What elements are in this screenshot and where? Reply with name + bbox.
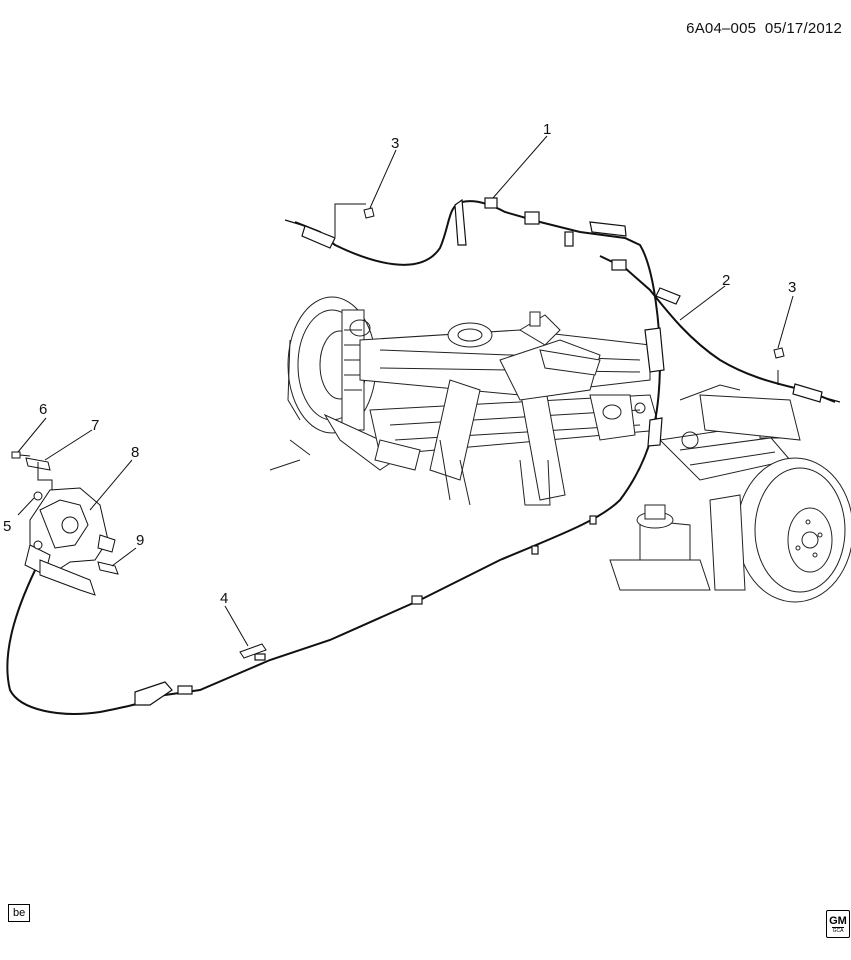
front-cable [6,559,151,715]
callout-7: 7 [91,417,99,434]
callout-3-right: 3 [788,279,796,296]
gm-logo: GM GCA [826,910,850,938]
gm-logo-subtext: GCA [831,926,845,934]
bolt-item-3-left [363,207,375,219]
subframe [359,322,661,506]
bushing [97,561,119,575]
parking-brake-pedal-assembly [24,487,116,596]
parking-brake-cables [6,197,841,715]
right-brake-rotor [709,457,851,603]
callout-5: 5 [3,518,11,535]
section-code-box: be [8,904,31,922]
cable-sleeves [134,197,681,706]
clip-item-4 [239,643,267,659]
right-upper-mount [519,311,601,376]
diagram-date: 05/17/2012 [764,20,842,37]
callout-8: 8 [131,444,139,461]
diagram-header: 6A04–005 05/17/2012 [686,20,842,37]
callout-1: 1 [543,121,551,138]
nut-item-5 [33,491,43,501]
callout-9: 9 [136,532,144,549]
callout-6: 6 [39,401,47,418]
right-rear-cable [599,255,836,403]
leader-lines [17,135,794,647]
callout-2: 2 [722,272,730,289]
rear-suspension-assembly [269,296,851,603]
bolt-item-3-right [773,347,785,359]
gm-logo-text: GM [829,914,847,927]
callout-labels: 1 2 3 3 4 5 6 7 8 9 [3,121,796,607]
diagram-code: 6A04–005 [686,20,757,37]
bolt-item-6 [11,451,31,459]
callout-3-left: 3 [391,135,399,152]
cable-ends [284,219,841,403]
callout-4: 4 [220,590,228,607]
